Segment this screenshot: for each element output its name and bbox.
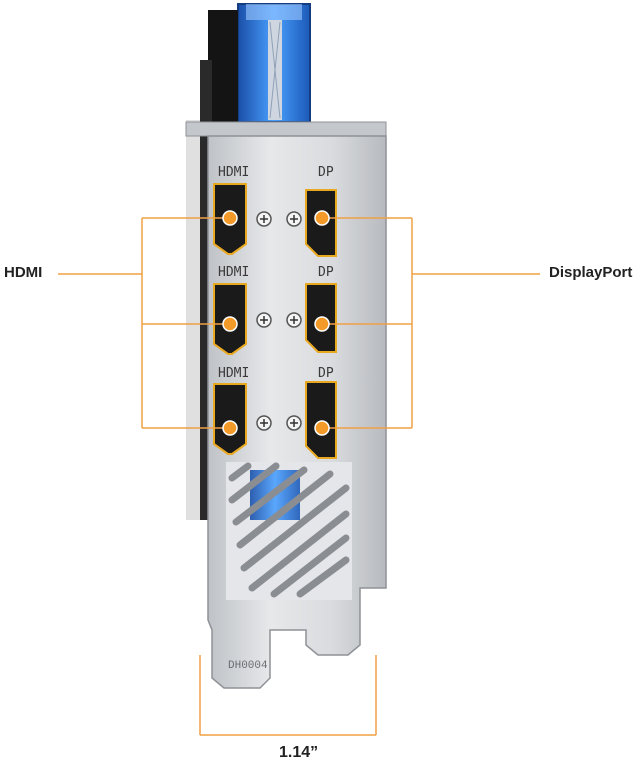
bracket-flange — [185, 121, 387, 137]
hdmi-callout-lines — [58, 217, 230, 429]
port-label-dp-1: DP — [318, 165, 334, 180]
port-label-dp-2: DP — [318, 265, 334, 280]
port-label-hdmi-2: HDMI — [218, 265, 249, 280]
displayport-callout-label: DisplayPort — [549, 264, 633, 281]
bracket-width-label: 1.14” — [279, 744, 319, 761]
bracket-stamp: DH0004 — [228, 660, 268, 672]
cooler-block — [237, 3, 311, 123]
port-label-dp-3: DP — [318, 366, 334, 381]
port-label-hdmi-3: HDMI — [218, 366, 249, 381]
hdmi-callout-label: HDMI — [4, 264, 43, 281]
width-dimension-bracket — [199, 655, 377, 736]
dp-callout-lines — [322, 217, 540, 429]
vent-grille — [226, 462, 352, 600]
port-label-hdmi-1: HDMI — [218, 165, 249, 180]
port-highlight-dots — [222, 210, 330, 436]
